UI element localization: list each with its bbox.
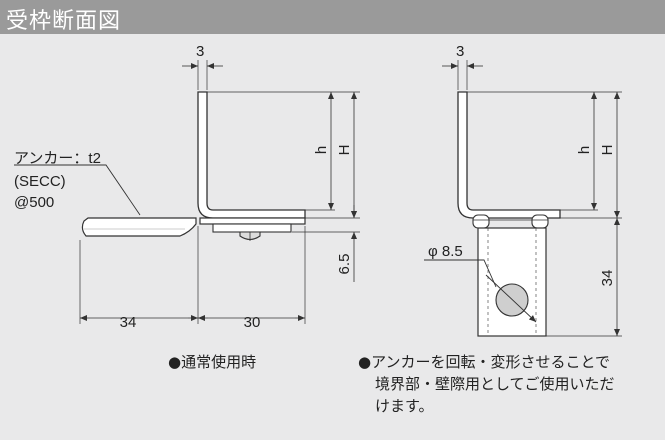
right-figure	[424, 60, 622, 337]
anchor-label-pitch: @500	[14, 194, 54, 211]
left-dim-H: H	[336, 145, 353, 156]
page-title: 受枠断面図	[6, 9, 122, 34]
right-caption-line-2: 境界部・壁際用としてご使用いただ	[375, 375, 615, 393]
header-bar: 受枠断面図	[0, 0, 665, 34]
right-dim-hole-diameter: φ 8.5	[428, 243, 463, 260]
drawing-panel	[0, 34, 665, 440]
left-anchor-plate	[81, 217, 197, 237]
right-flange-right	[531, 214, 549, 229]
left-dim-6-5: 6.5	[336, 254, 353, 275]
left-sub-plate	[212, 223, 292, 233]
right-frame-profile	[457, 91, 561, 219]
left-frame-profile	[197, 91, 306, 219]
anchor-label-secc: (SECC)	[14, 173, 66, 190]
left-figure	[14, 60, 360, 324]
left-dim-34: 34	[120, 314, 137, 331]
left-caption: ●通常使用時	[168, 353, 257, 371]
right-dim-H: H	[599, 145, 616, 156]
anchor-label-material: アンカー：t2	[14, 150, 101, 167]
right-caption-line-1: ●アンカーを回転・変形させることで	[358, 353, 611, 371]
right-caption-line-3: けます。	[375, 397, 434, 415]
right-dim-34: 34	[599, 270, 616, 287]
right-flange-left	[472, 214, 490, 229]
left-dim-thickness: 3	[196, 43, 204, 60]
right-dim-thickness: 3	[456, 43, 464, 60]
right-dim-h: h	[576, 146, 593, 154]
left-dim-30: 30	[244, 314, 261, 331]
left-dim-h: h	[313, 146, 330, 154]
left-base-plate	[199, 217, 306, 225]
